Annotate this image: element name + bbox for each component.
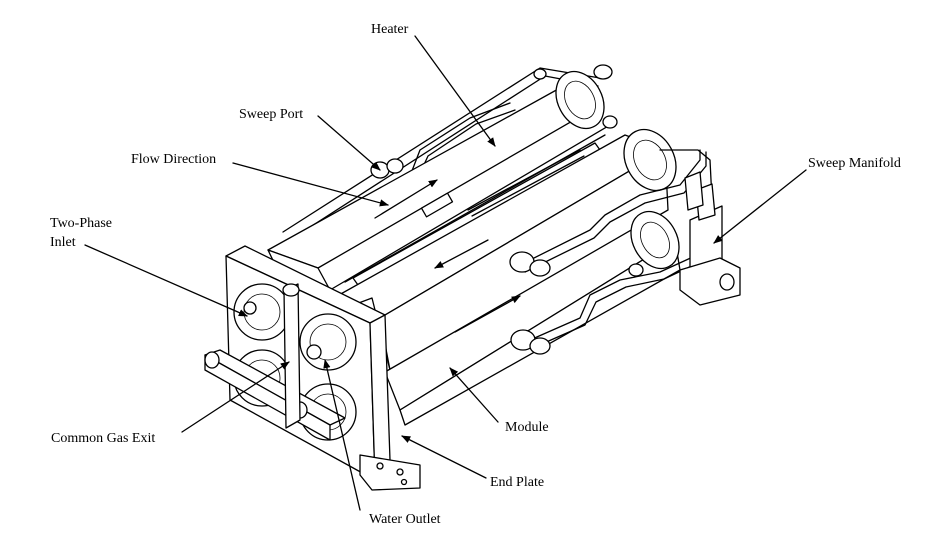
two-phase-inlet-label-line2: Inlet (50, 235, 76, 250)
sweep-manifold-block (679, 171, 741, 306)
module-label: Module (505, 420, 549, 435)
fittings (370, 64, 644, 355)
leader-lines (84, 35, 807, 511)
flow-arrows (374, 179, 521, 333)
module-cylinder-lower (384, 210, 681, 426)
sweep-tubing (519, 149, 713, 348)
sweep-manifold-label: Sweep Manifold (808, 156, 901, 171)
water-outlet-label: Water Outlet (369, 512, 441, 527)
end-plate-label: End Plate (490, 475, 545, 490)
common-gas-exit-bar (204, 283, 346, 441)
common-gas-exit-label: Common Gas Exit (51, 431, 156, 446)
heater-cylinder (267, 70, 611, 291)
flow-direction-label: Flow Direction (131, 152, 217, 167)
sweep-port-label: Sweep Port (239, 107, 304, 122)
two-phase-inlet-label-line1: Two-Phase (50, 216, 113, 231)
heater-label: Heater (371, 22, 409, 37)
